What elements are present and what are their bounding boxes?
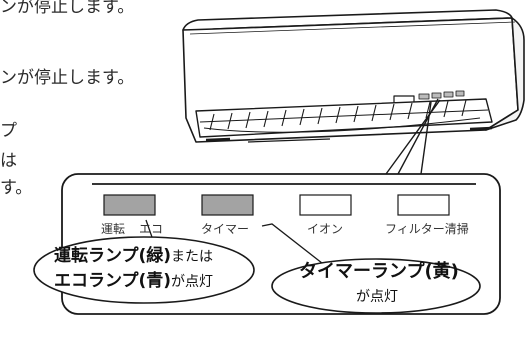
callout-right-bold-1: タイマーランプ(黄): [299, 261, 459, 282]
callout-right-line-1: タイマーランプ(黄): [299, 261, 459, 283]
callout-left-normal-2: が点灯: [171, 274, 214, 290]
lamp-timer: [201, 194, 254, 216]
callout-bubble-right: [271, 258, 481, 314]
lamp-label-timer: タイマー: [201, 222, 250, 236]
lamp-filter: [397, 194, 450, 216]
text-line-5: す。: [0, 178, 33, 198]
callout-left-line-1: 運転ランプ(緑)または: [54, 246, 213, 267]
text-line-2: ンが停止します。: [0, 68, 135, 88]
callout-right-line-2: が点灯: [356, 288, 398, 306]
pointer-right: [261, 223, 337, 275]
text-line-3: プ: [0, 121, 17, 141]
lamp-label-run: 運転: [101, 222, 126, 236]
lamp-label-filter: フィルター清掃: [385, 222, 469, 236]
lamp-ion: [299, 194, 352, 216]
air-conditioner-unit: [182, 9, 525, 143]
lamp-label-ion: イオン: [307, 222, 344, 236]
callout-left-bold-1: 運転ランプ(緑): [54, 246, 172, 266]
callout-right-normal-2: が点灯: [356, 289, 398, 305]
callout-left-normal-1: または: [171, 249, 214, 265]
lamp-run-eco: [103, 194, 156, 216]
callout-bubble-left: [33, 236, 255, 304]
callout-left-line-2: エコランプ(青)が点灯: [54, 271, 213, 292]
zoom-lines: [385, 98, 441, 175]
text-line-4: は: [0, 151, 17, 171]
callout-left-bold-2: エコランプ(青): [54, 271, 172, 291]
text-line-1: ンが停止します。: [0, 0, 135, 17]
lamp-label-eco: エコ: [139, 222, 164, 236]
